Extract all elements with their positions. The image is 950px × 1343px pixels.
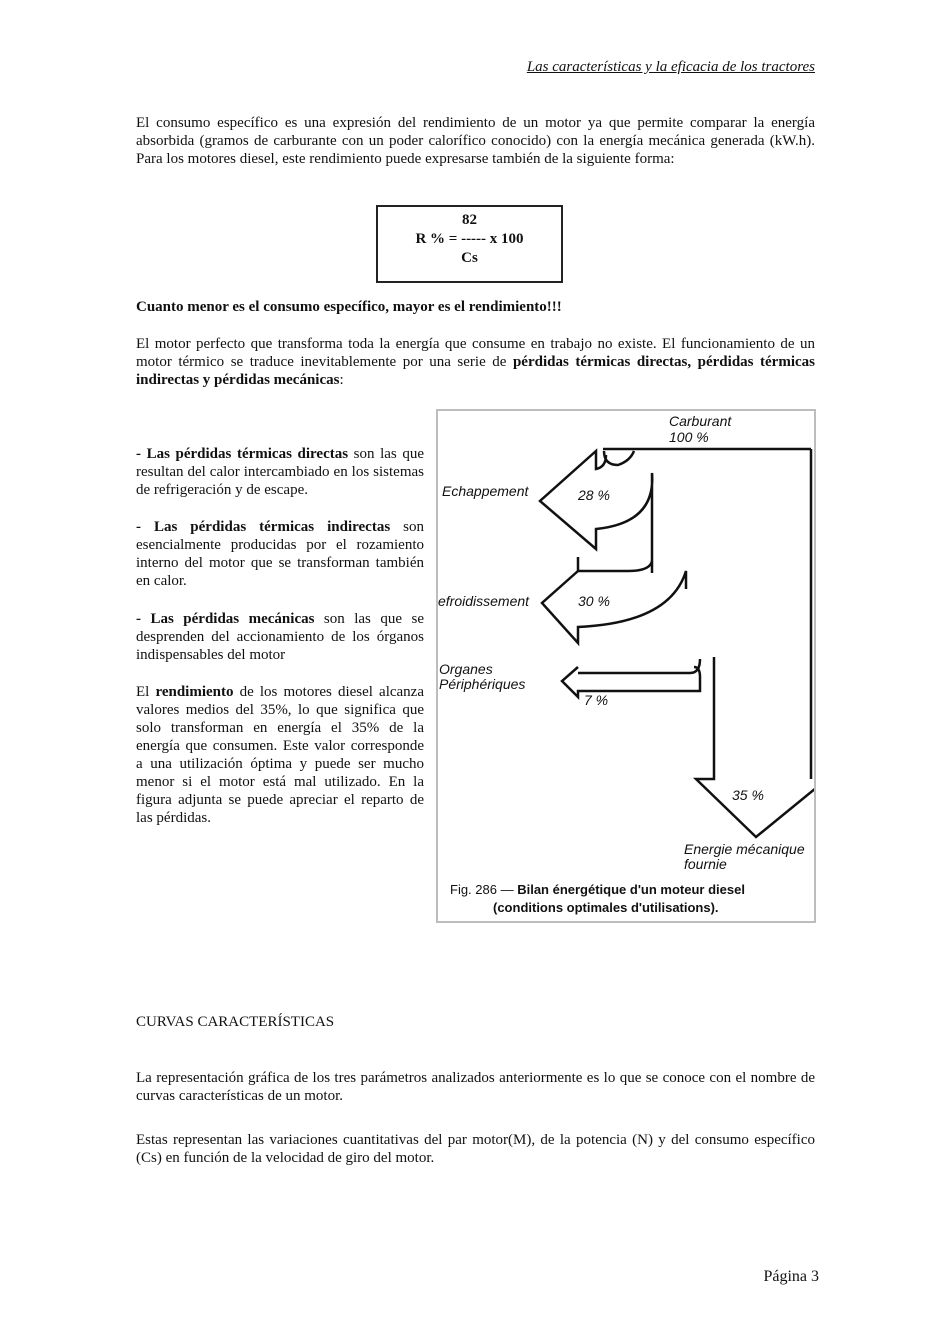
losses-intro-end: : [339,372,344,388]
organes-inner [578,658,702,675]
bullet-direct-title: - Las pérdidas térmicas directas [136,446,349,462]
figure-caption-line2: (conditions optimales d'utilisations). [493,900,719,915]
caption-bold-1: Bilan énergétique d'un moteur diesel [517,882,745,897]
curvas-paragraph-2: Estas representan las variaciones cuanti… [136,1132,815,1166]
refroidissement-pct: 30 % [578,593,610,609]
rendimiento-paragraph: El rendimiento de los motores diesel alc… [136,683,424,827]
running-header: Las características y la eficacia de los… [526,59,815,75]
echappement-pct: 28 % [577,487,610,503]
sankey-outline [541,449,814,837]
organes-label-1: Organes [439,661,493,677]
refroidissement-top [578,560,654,573]
bullet-direct-text: son las que resultan del calor intercamb… [136,446,424,498]
echappement-inner [602,450,636,467]
refroidissement-arrow [540,557,688,647]
section-title: CURVAS CARACTERÍSTICAS [136,1014,335,1030]
formula-numerator: 82 [462,212,477,228]
formula-denominator: Cs [461,250,478,266]
rendimiento-bold: rendimiento [155,684,234,700]
carburant-label: Carburant [669,413,732,429]
carburant-pct: 100 % [669,429,709,445]
mechanical-left [692,657,814,839]
curvas-paragraph-1: La representación gráfica de los tres pa… [136,1070,815,1104]
refroidissement-label: efroidissement [438,593,530,609]
figure-caption-line1: Fig. 286 — Bilan énergétique d'un moteur… [450,882,745,897]
energy-balance-figure: Carburant 100 % Echappement 28 % efroidi… [436,409,816,923]
caption-prefix: Fig. 286 — [450,882,517,897]
organes-label-2: Périphériques [439,676,525,692]
energie-label-2: fournie [684,856,727,872]
bullet-mechanical-title: - Las pérdidas mecánicas [136,611,315,627]
bullet-mechanical: - Las pérdidas mecánicas son las que se … [136,610,424,664]
bullet-direct: - Las pérdidas térmicas directas son las… [136,445,424,499]
energie-label-1: Energie mécanique [684,841,805,857]
energie-pct: 35 % [732,787,764,803]
energy-flow-diagram: Carburant 100 % Echappement 28 % efroidi… [438,413,814,915]
bullet-indirect-title: - Las pérdidas térmicas indirectas [136,519,391,535]
organes-pct: 7 % [584,692,608,708]
rendimiento-pre: El [136,684,156,700]
page-number: Página 3 [763,1268,819,1285]
bullet-indirect-text: son esencialmente producidas por el roza… [136,519,424,589]
rendimiento-text: de los motores diesel alcanza valores me… [136,684,424,826]
losses-intro-text: El motor perfecto que transforma toda la… [136,336,815,370]
losses-intro-bold: pérdidas térmicas directas, pérdidas tér… [136,354,815,388]
echappement-arrow [538,448,654,573]
losses-intro-paragraph: El motor perfecto que transforma toda la… [136,335,815,389]
intro-paragraph: El consumo específico es una expresión d… [136,115,815,167]
bullet-mechanical-text: son las que se desprenden del accionamie… [136,611,425,663]
emphasis-line: Cuanto menor es el consumo específico, m… [136,299,562,315]
formula-main: R % = ----- x 100 [415,231,524,247]
formula-box: 82 R % = ----- x 100 Cs [376,205,563,283]
organes-arrow [560,665,702,701]
echappement-label: Echappement [442,483,530,499]
bullet-indirect: - Las pérdidas térmicas indirectas son e… [136,518,424,590]
